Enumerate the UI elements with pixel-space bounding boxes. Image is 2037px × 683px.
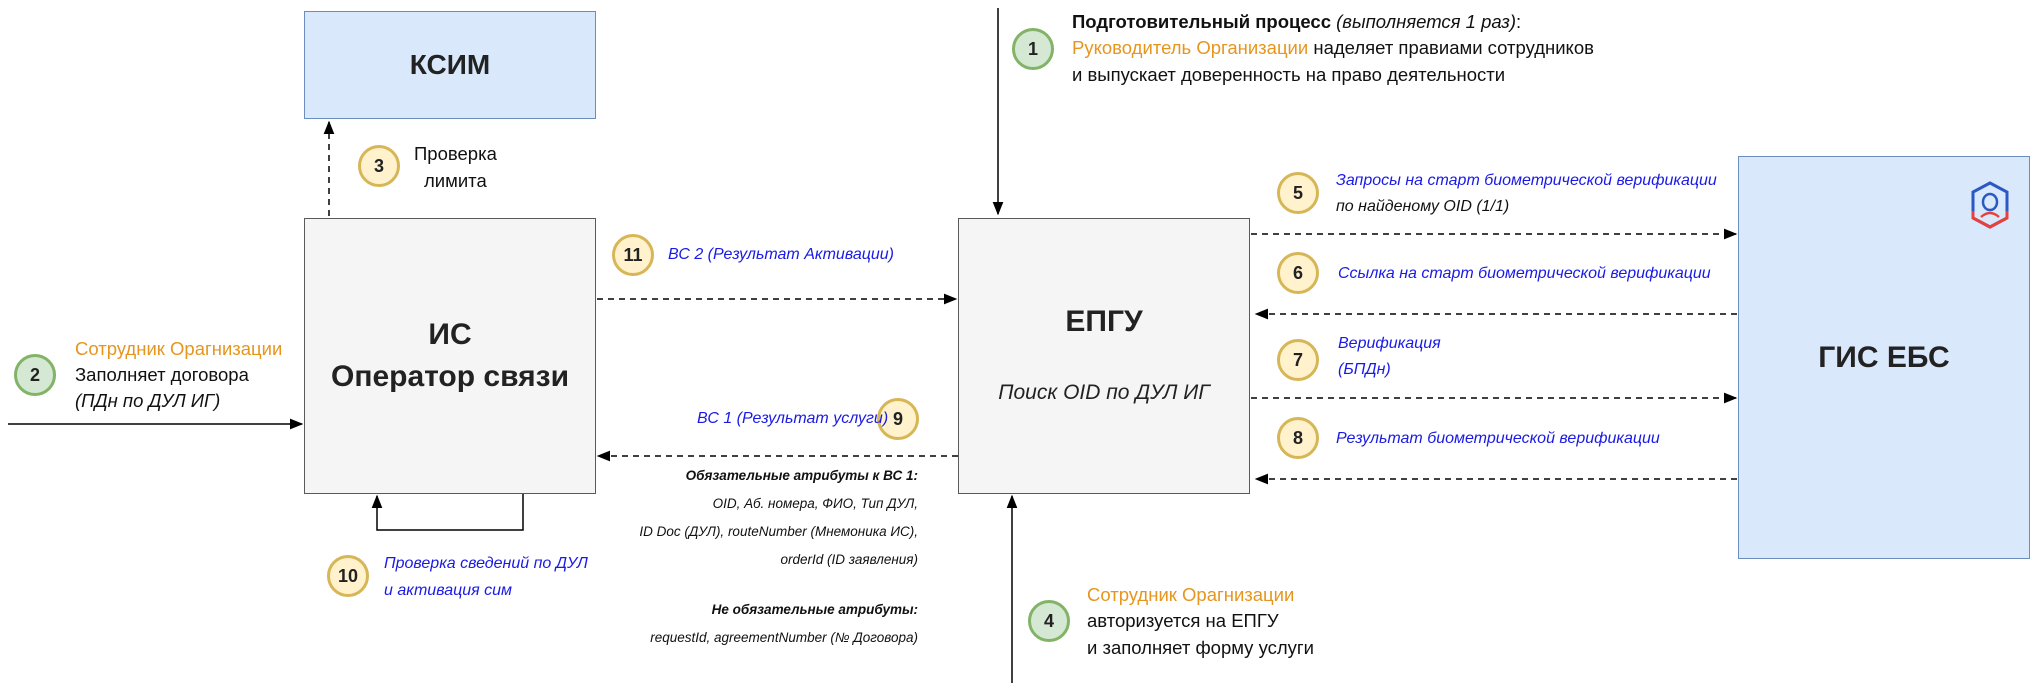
required-attributes-line3: orderId (ID заявления) <box>780 552 918 567</box>
is-title: ИС <box>428 318 472 351</box>
step-4-badge: 4 <box>1028 600 1070 642</box>
is-subtitle: Оператор связи <box>330 360 570 393</box>
step-4-line1: авторизуется на ЕПГУ <box>1087 610 1279 631</box>
optional-attributes-title: Не обязательные атрибуты: <box>711 602 918 617</box>
step-10-badge: 10 <box>327 555 369 597</box>
step-5-line2: по найденому OID (1/1) <box>1336 198 1510 215</box>
step-7-badge: 7 <box>1277 339 1319 381</box>
step-1-title: Подготовительный процесс <box>1072 11 1331 32</box>
step-7-line2: (БПДн) <box>1338 361 1391 378</box>
step-2-line1: Заполняет договора <box>75 364 249 385</box>
step-4-actor: Сотрудник Орагнизации <box>1087 584 1295 605</box>
step-4-line2: и заполняет форму услуги <box>1087 637 1314 658</box>
step-1-line3: и выпускает доверенность на право деятел… <box>1072 64 1506 85</box>
step-1-title-note: (выполняется 1 раз) <box>1336 11 1517 32</box>
required-attributes-line1: OID, Аб. номера, ФИО, Тип ДУЛ, <box>712 496 918 511</box>
optional-attributes-line1: requestId, agreementNumber (№ Договора) <box>650 630 918 645</box>
step-1-line2: Руководитель Организации наделяет правиа… <box>1072 37 1594 59</box>
step-1-colon: : <box>1516 11 1522 32</box>
step-7-line1: Верификация <box>1338 335 1441 352</box>
step-6-badge: 6 <box>1277 252 1319 294</box>
step-1-actor: Руководитель Организации <box>1072 37 1309 58</box>
ksim-box[interactable]: КСИМ <box>304 11 596 119</box>
epgu-box[interactable]: ЕПГУ Поиск OID по ДУЛ ИГ <box>958 218 1250 494</box>
is-operator-box[interactable]: ИС Оператор связи <box>304 218 596 494</box>
step-8-badge: 8 <box>1277 417 1319 459</box>
step-11-label: ВС 2 (Результат Активации) <box>668 246 894 263</box>
ksim-title: КСИМ <box>409 49 491 80</box>
gis-title: ГИС ЕБС <box>1818 340 1950 374</box>
step-1-action: наделяет правиами сотрудников <box>1313 37 1594 58</box>
step-3-line2: лимита <box>424 170 487 191</box>
step-3-line1: Проверка <box>414 143 497 164</box>
step-8-line1: Результат биометрической верификации <box>1336 430 1660 447</box>
step-11-badge: 11 <box>612 234 654 276</box>
step-6-line1: Ссылка на старт биометрической верификац… <box>1338 265 1711 282</box>
attributes-note: Обязательные атрибуты к ВС 1: OID, Аб. н… <box>639 462 918 652</box>
step-5-line1: Запросы на старт биометрической верифика… <box>1336 172 1717 189</box>
step-9-badge: 9 <box>877 398 919 440</box>
step-3-badge: 3 <box>358 145 400 187</box>
step-10-line1: Проверка сведений по ДУЛ <box>384 555 588 572</box>
required-attributes-title: Обязательные атрибуты к ВС 1: <box>685 468 918 483</box>
step-9-label: ВС 1 (Результат услуги) <box>697 410 889 427</box>
step-2-actor: Сотрудник Орагнизации <box>75 338 283 359</box>
step-1-badge: 1 <box>1012 28 1054 70</box>
epgu-subtitle: Поиск OID по ДУЛ ИГ <box>998 381 1210 404</box>
step-1-line1: Подготовительный процесс (выполняется 1 … <box>1072 11 1521 33</box>
epgu-title: ЕПГУ <box>1065 305 1143 338</box>
loop-is-self <box>371 493 524 531</box>
step-5-badge: 5 <box>1277 172 1319 214</box>
step-2-line2: (ПДн по ДУЛ ИГ) <box>75 390 221 411</box>
biometric-face-logo-icon <box>1971 181 2009 229</box>
step-2-badge: 2 <box>14 354 56 396</box>
required-attributes-line2: ID Doc (ДУЛ), routeNumber (Мнемоника ИС)… <box>639 524 918 539</box>
step-10-line2: и активация сим <box>384 582 513 599</box>
